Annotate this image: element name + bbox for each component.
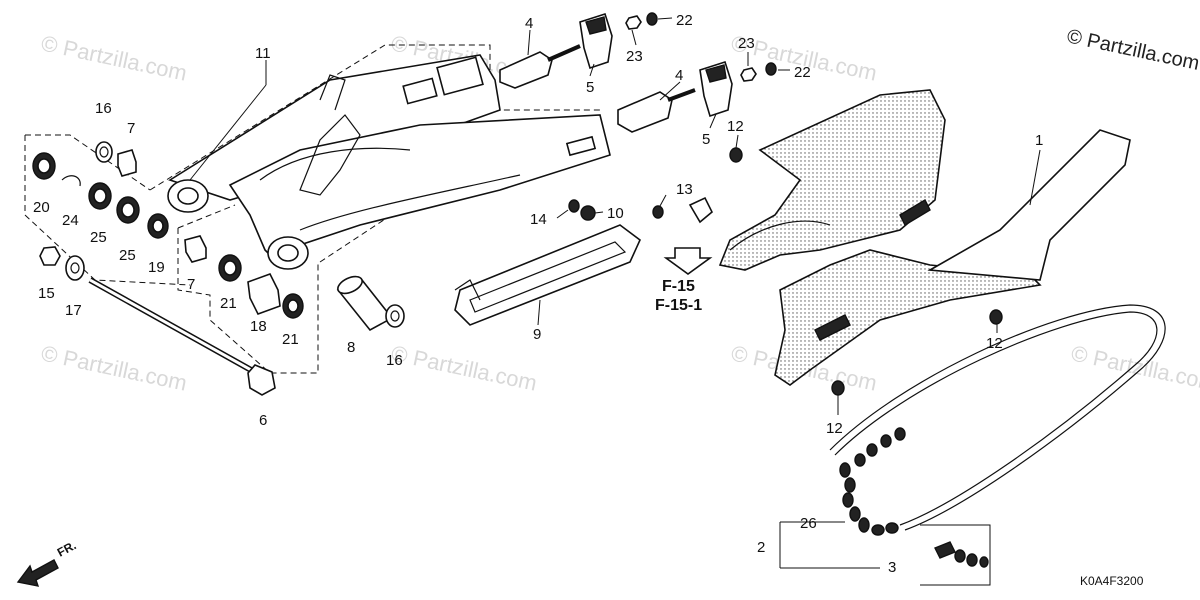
- pivot-bearings: [32, 141, 304, 319]
- callout-5b: 5: [702, 131, 710, 148]
- callout-1: 1: [1035, 132, 1043, 149]
- callout-2: 2: [757, 539, 765, 556]
- callout-10: 10: [607, 205, 624, 222]
- group-outlines: [24, 44, 600, 374]
- callout-3: 3: [888, 559, 896, 576]
- master-link-kit: [920, 524, 991, 586]
- bracket: [688, 196, 713, 224]
- callout-24: 24: [62, 212, 79, 229]
- callout-20: 20: [33, 199, 50, 216]
- front-label: FR.: [55, 538, 79, 559]
- drive-chain: [829, 304, 1166, 536]
- adjuster-nuts: [625, 12, 777, 82]
- reference-label-f15: F-15: [662, 278, 695, 295]
- collar-and-washer: [336, 275, 405, 332]
- chain-slider: [454, 224, 641, 326]
- callout-4a: 4: [525, 15, 533, 32]
- callout-7a: 7: [127, 120, 135, 137]
- callout-21b: 21: [282, 331, 299, 348]
- callout-25a: 25: [90, 229, 107, 246]
- callout-19: 19: [148, 259, 165, 276]
- chain-adjuster-right: [617, 60, 733, 133]
- diagram-code: K0A4F3200: [1080, 574, 1144, 588]
- rear-fender-chain-guard: [718, 89, 1131, 386]
- watermark: © Partzilla.com: [39, 340, 189, 395]
- callout-13: 13: [676, 181, 693, 198]
- callout-6: 6: [259, 412, 267, 429]
- mounting-bolts: [568, 147, 1003, 396]
- callout-16b: 16: [386, 352, 403, 369]
- callout-numbers: 1 2 3 4 4 5 5 6 7 7 8 9 10 11 12 12 12 1…: [33, 12, 1043, 576]
- watermark: © Partzilla.com: [389, 340, 539, 395]
- pivot-bolt: [88, 277, 276, 396]
- callout-18: 18: [250, 318, 267, 335]
- watermark: © Partzilla.com: [1069, 340, 1200, 395]
- copyright-notice: © Partzilla.com: [1065, 25, 1200, 75]
- callout-17: 17: [65, 302, 82, 319]
- callout-26: 26: [800, 515, 817, 532]
- chain-adjuster-left: [499, 12, 613, 89]
- callout-9: 9: [533, 326, 541, 343]
- callout-12c: 12: [826, 420, 843, 437]
- chain-links: [839, 427, 906, 536]
- callout-16a: 16: [95, 100, 112, 117]
- watermark: © Partzilla.com: [39, 30, 189, 85]
- front-direction-indicator: FR.: [16, 538, 79, 587]
- callout-14: 14: [530, 211, 547, 228]
- reference-label-f15-1: F-15-1: [655, 297, 702, 314]
- callout-21a: 21: [220, 295, 237, 312]
- callout-25b: 25: [119, 247, 136, 264]
- callout-8: 8: [347, 339, 355, 356]
- callout-12b: 12: [986, 335, 1003, 352]
- swingarm: [167, 54, 611, 270]
- callout-12a: 12: [727, 118, 744, 135]
- leader-lines: [189, 17, 1041, 569]
- callout-15: 15: [38, 285, 55, 302]
- callout-11: 11: [255, 45, 271, 62]
- callout-4b: 4: [675, 67, 683, 84]
- callout-5a: 5: [586, 79, 594, 96]
- reference-arrow: [663, 247, 713, 275]
- callout-7b: 7: [187, 276, 195, 293]
- callout-22b: 22: [794, 64, 811, 81]
- callout-23a: 23: [626, 48, 643, 65]
- callout-23b: 23: [738, 35, 755, 52]
- callout-22a: 22: [676, 12, 693, 29]
